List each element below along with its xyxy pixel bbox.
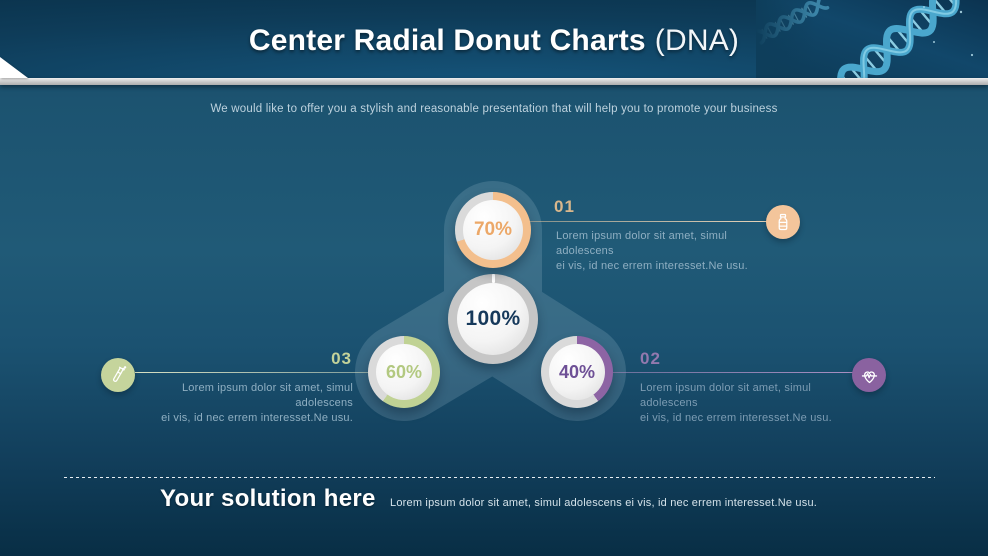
donut-chart-right-40: 40% [541, 336, 613, 408]
connector-line-03 [135, 372, 370, 373]
medicine-bottle-icon [778, 213, 788, 231]
footer-dashed-divider [64, 477, 935, 478]
connector-line-01 [529, 221, 767, 222]
section-03-line1: Lorem ipsum dolor sit amet, simul adoles… [181, 382, 353, 409]
header-divider-bar [0, 78, 988, 85]
donut-left-hole: 60% [376, 344, 432, 400]
donut-left-value: 60% [385, 361, 423, 382]
donut-chart-left-60: 60% [368, 336, 440, 408]
section-01-number: 01 [554, 197, 575, 216]
donut-center-notch [491, 274, 495, 283]
section-02-text: Lorem ipsum dolor sit amet, simul adoles… [640, 381, 865, 426]
dna-helix-image [756, 0, 988, 78]
page-title: Center Radial Donut Charts(DNA) [0, 24, 988, 58]
donut-top-value: 70% [473, 219, 513, 240]
connector-line-02 [612, 372, 853, 373]
section-02-icon-badge [852, 358, 886, 392]
section-01-icon-badge [766, 205, 800, 239]
section-02-number: 02 [640, 349, 661, 368]
donut-chart-center-100: 100% [448, 274, 538, 364]
donut-center-value: 100% [465, 307, 521, 330]
page-title-suffix: (DNA) [654, 24, 740, 57]
donut-chart-top-70: 70% [455, 192, 531, 268]
donut-right-hole: 40% [549, 344, 605, 400]
heart-pulse-icon [861, 370, 877, 383]
section-03-text: Lorem ipsum dolor sit amet, simul adoles… [130, 381, 353, 426]
section-03-icon-badge [101, 358, 135, 392]
footer-text: Lorem ipsum dolor sit amet, simul adoles… [390, 497, 818, 509]
test-tube-icon [113, 366, 127, 382]
section-03-number: 03 [331, 349, 352, 368]
section-02-line2: ei vis, id nec errem interesset.Ne usu. [640, 412, 832, 424]
header-banner: Center Radial Donut Charts(DNA) [0, 0, 988, 78]
section-01-line2: ei vis, id nec errem interesset.Ne usu. [556, 260, 748, 272]
section-03-line2: ei vis, id nec errem interesset.Ne usu. [161, 412, 353, 424]
subtitle: We would like to offer you a stylish and… [210, 103, 778, 115]
donut-right-value: 40% [558, 361, 596, 382]
donut-center-hole: 100% [457, 283, 529, 355]
corner-ribbon [0, 57, 28, 78]
section-01-text: Lorem ipsum dolor sit amet, simul adoles… [556, 229, 781, 274]
donut-top-hole: 70% [463, 200, 523, 260]
page-title-main: Center Radial Donut Charts [248, 24, 646, 57]
section-02-line1: Lorem ipsum dolor sit amet, simul adoles… [640, 382, 812, 409]
section-01-line1: Lorem ipsum dolor sit amet, simul adoles… [556, 230, 728, 257]
footer-heading: Your solution here [160, 485, 376, 512]
